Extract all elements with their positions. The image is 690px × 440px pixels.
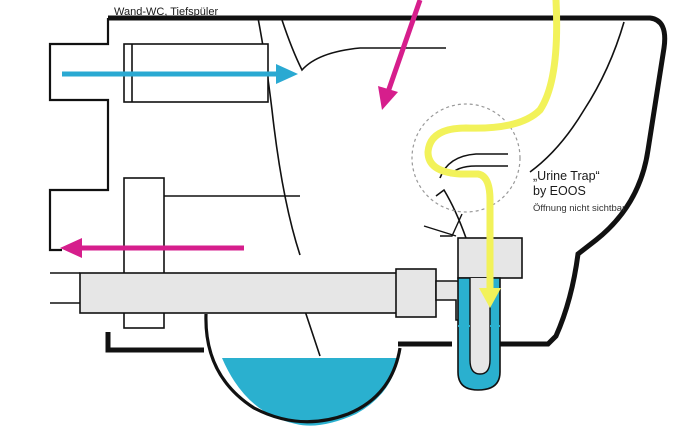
toilet-outer-shell bbox=[108, 15, 668, 347]
urine-arrow-icon bbox=[479, 288, 501, 308]
callout-title: „Urine Trap“ bbox=[533, 169, 600, 183]
urine-trap-inlet-tube bbox=[435, 188, 467, 239]
callout-by: by EOOS bbox=[533, 184, 586, 198]
urine-trap-callout-circle bbox=[411, 103, 521, 213]
urine-trap-siphon-inner bbox=[469, 278, 491, 375]
arrow-down-icon bbox=[378, 0, 423, 110]
inner-back-wall bbox=[281, 19, 446, 72]
drain-pipe-coupling bbox=[395, 268, 437, 318]
toilet-base-edge bbox=[105, 332, 204, 353]
inner-front-wall bbox=[529, 21, 625, 173]
callout-note: Öffnung nicht sichtbar bbox=[533, 203, 626, 214]
urine-trap-channel bbox=[440, 213, 463, 237]
urine-path bbox=[424, 0, 561, 296]
drain-pipe bbox=[79, 272, 399, 314]
toilet-outer-contour bbox=[48, 18, 110, 252]
bowl-contour bbox=[204, 313, 402, 424]
bowl-water bbox=[222, 358, 398, 426]
diagram-title: Wand-WC, Tiefspüler bbox=[114, 6, 219, 18]
arrow-left-icon bbox=[60, 238, 244, 258]
urine-trap-channel-line bbox=[423, 225, 457, 237]
arrow-right-icon bbox=[62, 64, 298, 84]
